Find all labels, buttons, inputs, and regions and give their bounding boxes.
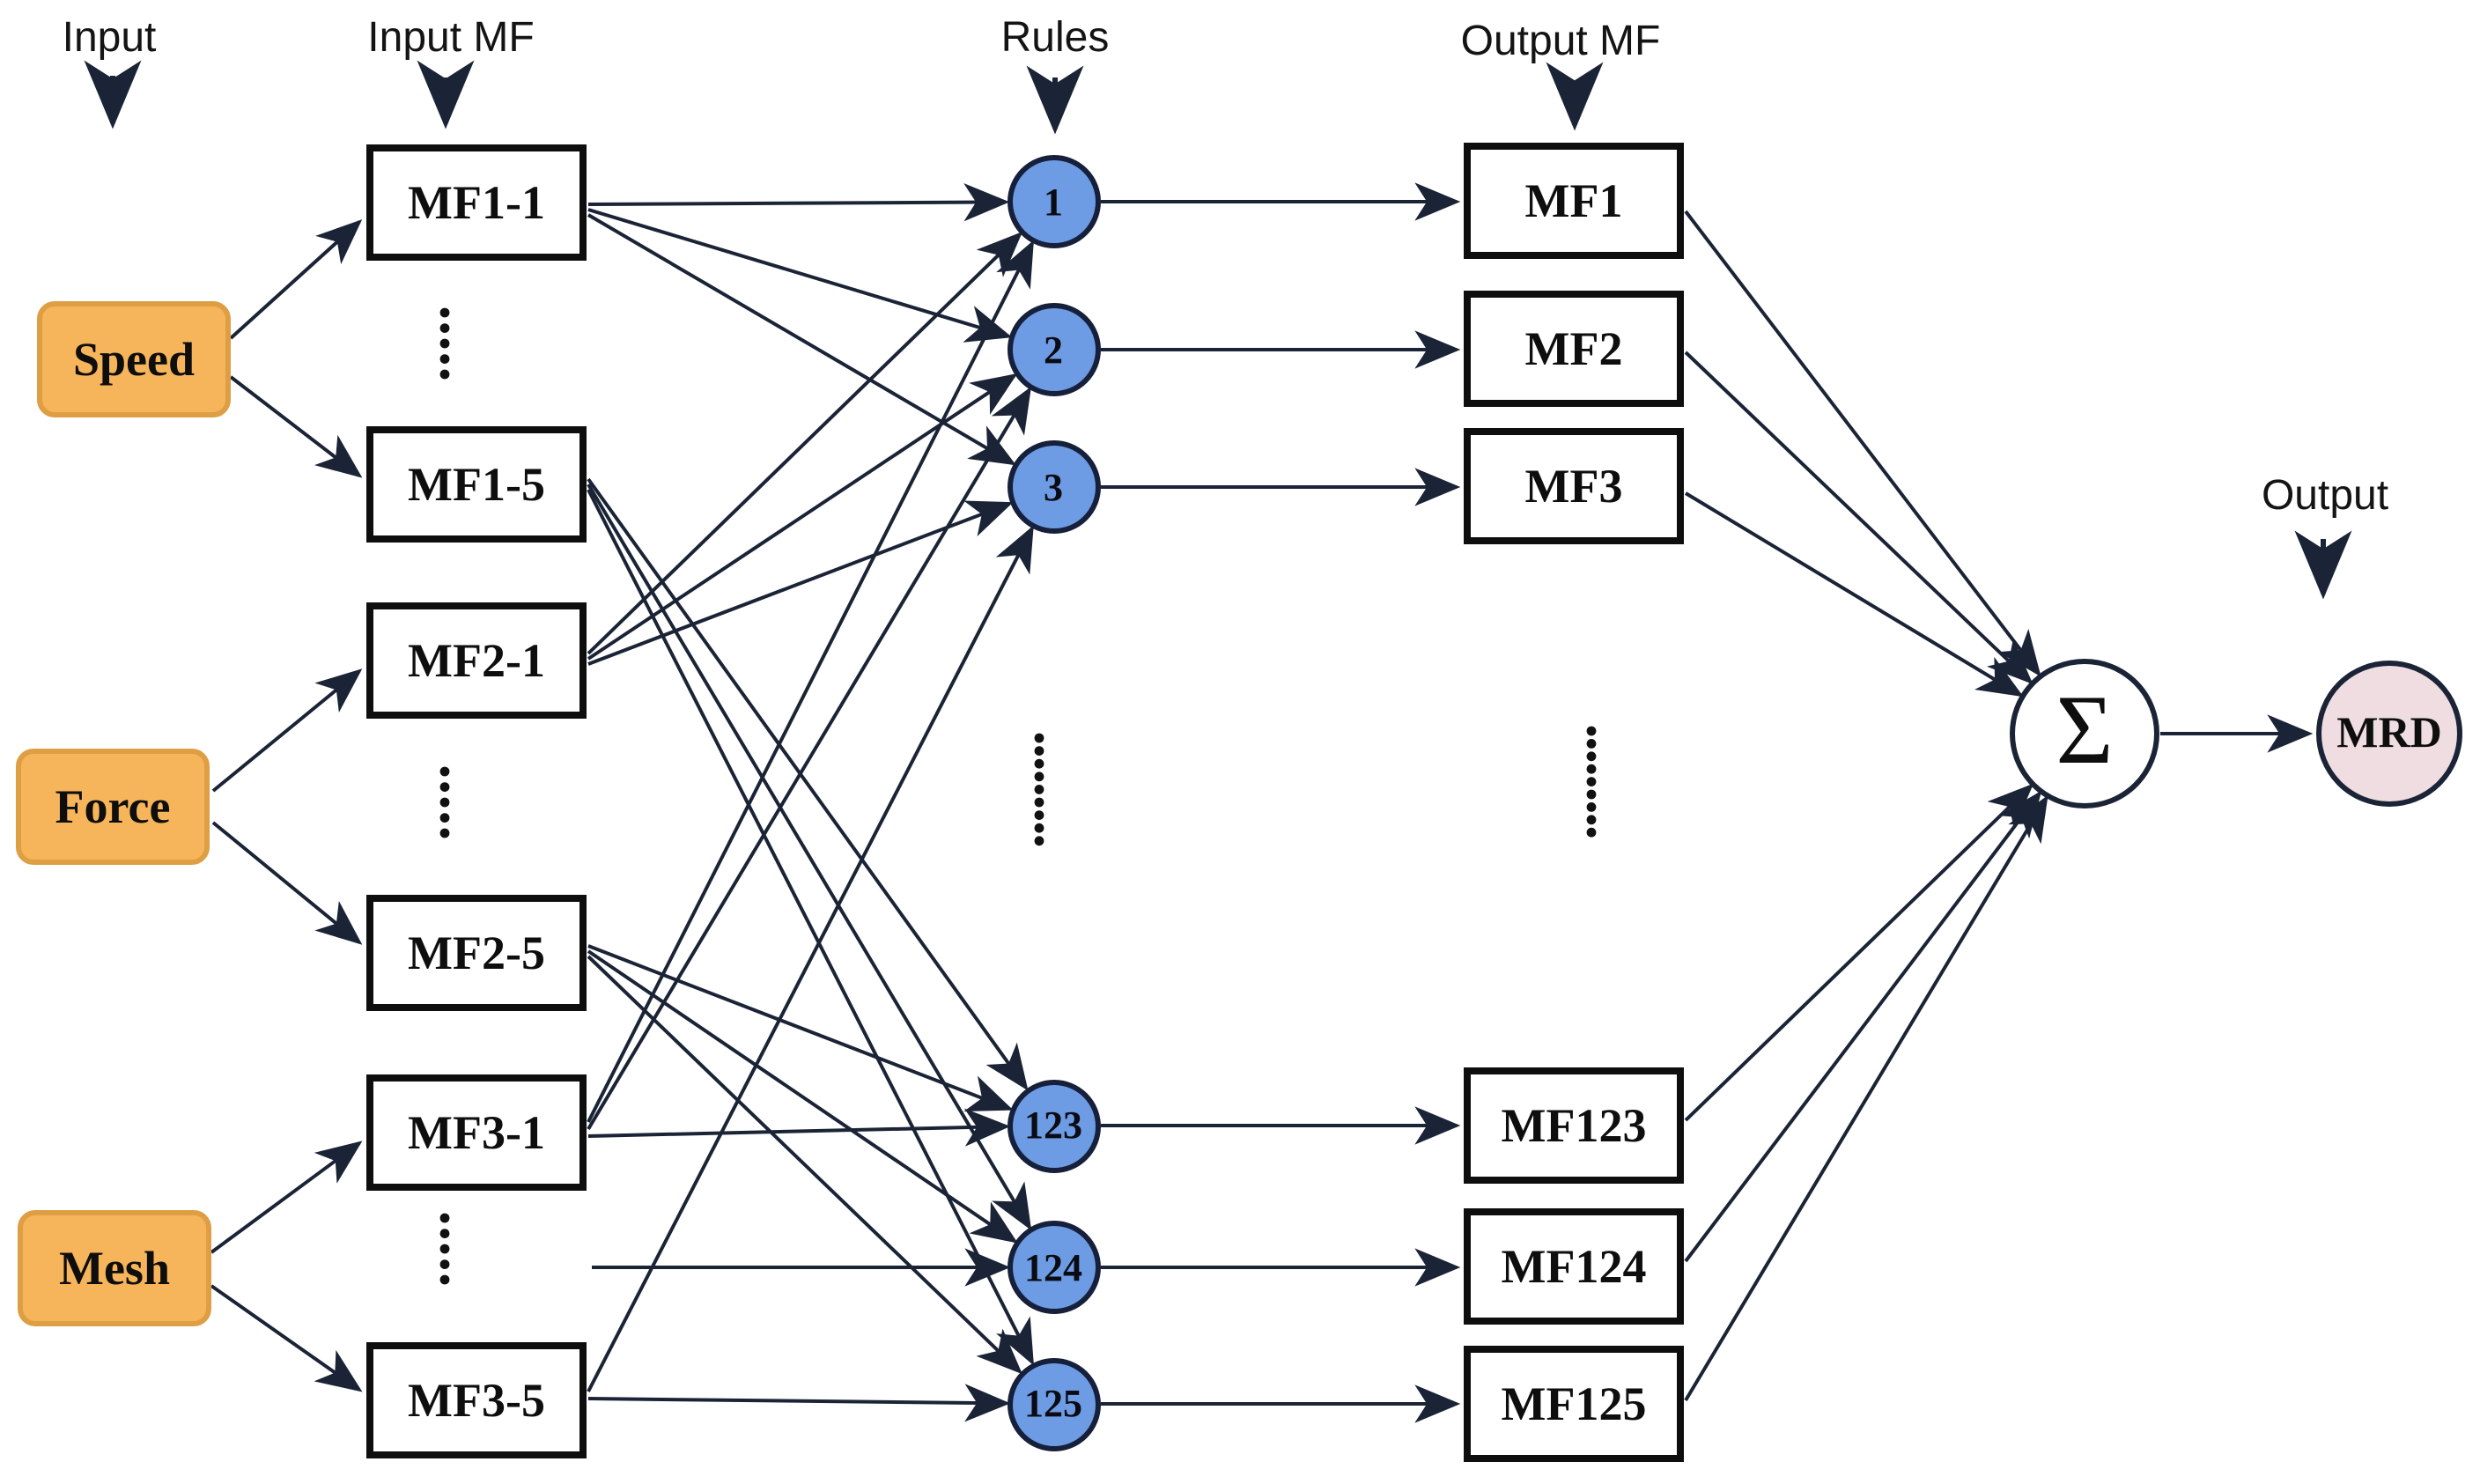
rule-node-125: 125	[1007, 1357, 1100, 1451]
rule-node-1: 1	[1007, 155, 1100, 248]
input-mf-box-mf1-5: MF1-5	[366, 426, 587, 543]
inputmf-to-rules-edges	[587, 182, 1034, 1422]
header-output: Output	[2261, 472, 2389, 520]
output-mf-box-mf1: MF1	[1464, 143, 1684, 259]
rule-node-2: 2	[1007, 303, 1100, 396]
input-node-speed: Speed	[37, 301, 231, 417]
input-mf-box-mf3-1: MF3-1	[366, 1074, 587, 1191]
output-node-mrd: MRD	[2316, 661, 2462, 807]
input-mf-box-mf1-1: MF1-1	[366, 144, 587, 261]
rule-node-124: 124	[1007, 1221, 1100, 1314]
output-mf-box-mf124: MF124	[1464, 1208, 1684, 1325]
header-input-mf: Input MF	[367, 14, 535, 62]
rules-to-outputmf-edges	[1101, 182, 1461, 1423]
input-mf-box-mf3-5: MF3-5	[366, 1342, 587, 1458]
input-node-mesh: Mesh	[18, 1210, 211, 1326]
sum-node: Σ	[2010, 659, 2159, 808]
input-to-inputmf-edges	[210, 219, 363, 1392]
output-mf-box-mf3: MF3	[1464, 428, 1684, 544]
rule-node-123: 123	[1007, 1079, 1100, 1172]
output-mf-box-mf125: MF125	[1464, 1346, 1684, 1462]
ellipsis-dots	[439, 307, 1597, 1285]
outputmf-to-sum-edges	[1684, 210, 2048, 1402]
input-mf-box-mf2-1: MF2-1	[366, 602, 587, 719]
header-output-mf: Output MF	[1460, 18, 1661, 65]
input-node-force: Force	[16, 749, 210, 865]
header-input: Input	[62, 14, 157, 62]
header-arrows	[84, 60, 2352, 600]
header-rules: Rules	[1000, 14, 1110, 62]
output-mf-box-mf123: MF123	[1464, 1067, 1684, 1184]
input-mf-box-mf2-5: MF2-5	[366, 895, 587, 1011]
rule-node-3: 3	[1007, 440, 1100, 534]
output-mf-box-mf2: MF2	[1464, 291, 1684, 407]
